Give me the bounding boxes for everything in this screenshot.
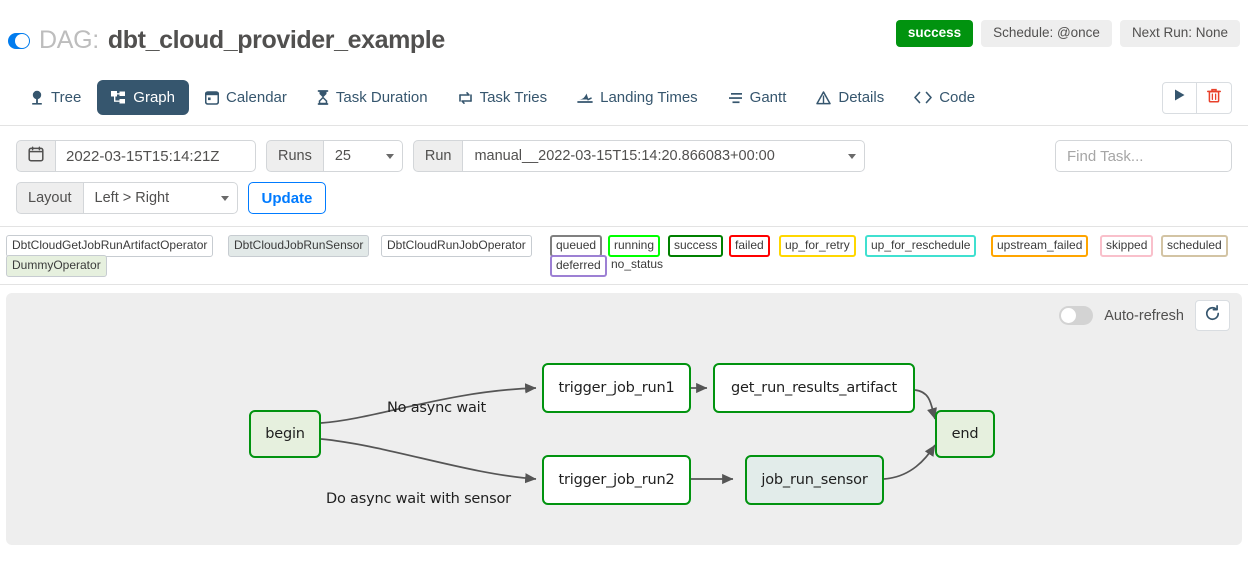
find-task-input[interactable]: Find Task... [1055,140,1232,172]
next-run-badge[interactable]: Next Run: None [1119,20,1240,47]
tab-label: Task Duration [335,89,428,106]
filter-row-secondary: Layout Left > Right Update [16,182,1232,214]
trigger-dag-button[interactable] [1162,81,1197,114]
page-header: DAG: dbt_cloud_provider_example success … [0,0,1248,70]
dag-title: DAG: dbt_cloud_provider_example [8,26,445,55]
filter-bar: 2022-03-15T15:14:21Z Runs 25 Run manual_… [0,126,1248,227]
dag-node[interactable]: get_run_results_artifact [713,363,915,413]
dag-edge-label: No async wait [387,400,486,416]
tab-label: Gantt [749,89,787,106]
tree-icon [30,90,44,105]
landing-icon [577,91,593,105]
base-date-group: 2022-03-15T15:14:21Z [16,140,256,172]
dag-name-label: dbt_cloud_provider_example [107,26,445,54]
tab-calendar[interactable]: Calendar [191,80,301,115]
calendar-icon [205,90,219,105]
tab-landing-times[interactable]: Landing Times [563,80,712,115]
run-select-value: manual__2022-03-15T15:14:20.866083+00:00 [474,148,775,164]
tab-label: Details [838,89,885,106]
legend-state-chip[interactable]: queued [550,235,603,257]
tab-label: Tree [51,89,82,106]
header-badges: success Schedule: @once Next Run: None [895,20,1240,47]
legend-operator-chip[interactable]: DbtCloudGetJobRunArtifactOperator [6,235,214,257]
graph-icon [111,90,126,105]
legend-bar: DbtCloudGetJobRunArtifactOperator DbtClou… [0,227,1248,285]
legend-operator-chip[interactable]: DummyOperator [6,255,107,277]
tab-graph[interactable]: Graph [97,80,189,115]
view-tabs: Tree Graph Calendar Task Duration Task T [16,80,989,115]
base-date-calendar-button[interactable] [16,140,56,172]
dag-node[interactable]: trigger_job_run1 [542,363,691,413]
trash-icon [1207,88,1221,108]
runs-label: Runs [266,140,324,172]
legend-state-chip[interactable]: up_for_reschedule [865,235,977,257]
legend-state-chip[interactable]: success [668,235,724,257]
chevron-down-icon [385,153,394,159]
tab-label: Landing Times [600,89,698,106]
auto-refresh-label: Auto-refresh [1104,307,1184,324]
view-tabs-bar: Tree Graph Calendar Task Duration Task T [0,70,1248,126]
legend-state-chip[interactable]: up_for_retry [779,235,856,257]
run-group: Run manual__2022-03-15T15:14:20.866083+0… [412,140,866,172]
auto-refresh-controls: Auto-refresh [1059,300,1230,331]
dag-action-buttons [1162,81,1232,114]
legend-operator-chip[interactable]: DbtCloudRunJobOperator [381,235,532,257]
dag-pause-toggle[interactable] [8,32,30,49]
legend-state-chip[interactable]: failed [729,235,770,257]
layout-group: Layout Left > Right [16,182,238,214]
update-button[interactable]: Update [247,182,327,214]
schedule-badge[interactable]: Schedule: @once [981,20,1112,47]
tab-code[interactable]: Code [900,80,989,115]
tab-task-duration[interactable]: Task Duration [303,80,442,115]
legend-no-status-label: no_status [611,257,664,271]
tab-label: Code [939,89,976,106]
legend-operator-chip[interactable]: DbtCloudJobRunSensor [228,235,370,257]
tab-label: Task Tries [479,89,548,106]
base-date-input[interactable]: 2022-03-15T15:14:21Z [56,140,256,172]
tab-label: Graph [133,89,175,106]
legend-state-chip[interactable]: running [608,235,661,257]
gantt-icon [728,91,743,105]
run-select[interactable]: manual__2022-03-15T15:14:20.866083+00:00 [463,140,866,172]
chevron-down-icon [220,195,229,201]
legend-state-chip[interactable]: deferred [550,255,607,277]
runs-select[interactable]: 25 [323,140,403,172]
tab-label: Calendar [226,89,287,106]
tab-tree[interactable]: Tree [16,80,95,115]
calendar-icon [28,146,44,166]
layout-label: Layout [16,182,84,214]
tab-task-tries[interactable]: Task Tries [444,80,562,115]
dag-prefix-label: DAG: [39,26,99,54]
layout-select[interactable]: Left > Right [83,182,238,214]
legend-state-chip[interactable]: scheduled [1161,235,1228,257]
layout-select-value: Left > Right [94,190,170,206]
triangle-icon [816,90,832,105]
code-icon [914,91,933,104]
dag-node[interactable]: begin [249,410,321,458]
dag-edges [320,382,937,485]
legend-state-chip[interactable]: skipped [1100,235,1154,257]
dag-node[interactable]: trigger_job_run2 [542,455,691,505]
refresh-icon [1204,304,1221,327]
dag-node[interactable]: end [935,410,995,458]
play-icon [1173,88,1186,107]
status-badge: success [895,20,974,47]
dag-edge-label: Do async wait with sensor [326,491,511,507]
runs-select-value: 25 [334,148,351,164]
delete-dag-button[interactable] [1197,81,1232,114]
tab-details[interactable]: Details [802,80,898,115]
refresh-button[interactable] [1195,300,1230,331]
chevron-down-icon [848,153,857,159]
auto-refresh-toggle[interactable] [1059,306,1094,325]
dag-node[interactable]: job_run_sensor [745,455,884,505]
run-label: Run [412,140,464,172]
tab-gantt[interactable]: Gantt [714,80,801,115]
retry-icon [458,91,473,105]
dag-graph-panel: Auto-refresh begin trigger_job_run1 get_ru… [6,293,1242,545]
runs-group: Runs 25 [266,140,403,172]
legend-state-chip[interactable]: upstream_failed [991,235,1089,257]
filter-row-primary: 2022-03-15T15:14:21Z Runs 25 Run manual_… [16,140,1232,172]
hourglass-icon [317,90,329,105]
